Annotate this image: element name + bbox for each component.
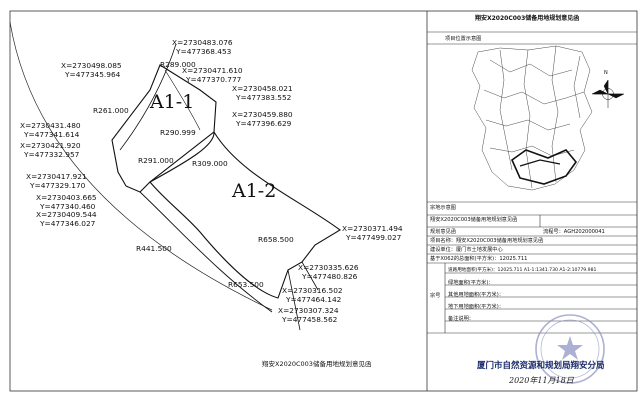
opinion-label: 规划意见函 <box>430 229 456 235</box>
parcel-label-a1-1: A1-1 <box>149 91 194 113</box>
coord-x: X=2730307.324 <box>278 306 339 315</box>
coord-y: Y=477464.142 <box>285 295 341 304</box>
site-label: 宗地示意图 <box>430 205 456 211</box>
coord-x: X=2730316.502 <box>282 286 343 295</box>
coord-y: Y=477368.453 <box>175 47 232 56</box>
location-label: 项目位置示意图 <box>445 36 482 42</box>
note-row: 备注说明： <box>448 316 474 322</box>
underground-area-row: 地下用地面积(平方米)： <box>448 304 504 310</box>
coord-x: X=2730431.480 <box>20 121 81 130</box>
radius-label: R289.000 <box>160 60 196 69</box>
side-label: 宗号 <box>430 293 441 299</box>
total-area: 基于X062的总面积(平方米)：12025.711 <box>430 256 528 262</box>
radius-label: R290.999 <box>160 128 196 137</box>
coord-y: Y=477370.777 <box>185 75 242 84</box>
info-panel: 翔安X2020C003储备用地规划意见函 项目位置示意图 宗地示意图 翔安X20… <box>427 11 637 391</box>
road-area-row: 道路用地面积(平方米)：12025.711 A1-1:1341.730 A1-2… <box>448 268 597 273</box>
coord-y: Y=477340.460 <box>39 202 96 211</box>
radius-label: R653.500 <box>228 280 264 289</box>
radius-labels: R289.000 R261.000 R290.999 R291.000 R309… <box>93 60 294 289</box>
coord-y: Y=477332.957 <box>23 150 80 159</box>
applicant: 建设单位：厦门市土地发展中心 <box>430 247 503 253</box>
coord-x: X=2730417.921 <box>26 172 87 181</box>
radius-label: R291.000 <box>138 156 174 165</box>
coord-y: Y=477383.552 <box>235 93 291 102</box>
coord-x: X=2730421.920 <box>20 141 81 150</box>
coord-y: Y=477480.826 <box>301 272 358 281</box>
coord-x: X=2730458.021 <box>232 84 293 93</box>
coord-x: X=2730335.626 <box>298 263 359 272</box>
location-map <box>471 45 593 191</box>
green-area-row: 绿地面积(平方米)： <box>448 280 494 286</box>
parcel-label-a1-2: A1-2 <box>231 180 276 202</box>
outer-frame <box>9 10 638 392</box>
drawing-title: 翔安X2020C003储备用地规划意见函 <box>262 359 371 368</box>
parcel-a1-2-outline <box>149 131 341 299</box>
right-panel-frame <box>427 31 637 334</box>
coord-x: X=2730483.076 <box>172 38 233 47</box>
official-stamp <box>535 314 605 384</box>
coord-y: Y=477458.562 <box>281 315 337 324</box>
radius-label: R261.000 <box>93 106 129 115</box>
serial-number: 流程号：AGH202000041 <box>543 229 605 235</box>
radius-label: R441.500 <box>136 244 172 253</box>
radius-label: R309.000 <box>192 159 228 168</box>
coord-y: Y=477346.027 <box>39 219 96 228</box>
project-name: 项目名称：翔安X2020C003储备用地规划意见函 <box>430 238 544 244</box>
coord-y: Y=477345.964 <box>64 70 121 79</box>
panel-header: 翔安X2020C003储备用地规划意见函 <box>475 15 580 22</box>
coordinate-labels: X=2730483.076 Y=477368.453 X=2730471.610… <box>20 38 403 324</box>
coord-x: X=2730471.610 <box>182 66 243 75</box>
coord-x: X=2730371.494 <box>342 224 403 233</box>
north-arrow-icon <box>591 79 625 108</box>
title-box: 翔安X2020C003储备用地规划意见函 <box>430 217 518 223</box>
radius-label: R658.500 <box>258 235 294 244</box>
svg-text:N: N <box>604 70 608 76</box>
coord-y: Y=477396.629 <box>235 119 292 128</box>
boundary-arc <box>9 21 273 311</box>
coord-x: X=2730403.665 <box>36 193 97 202</box>
parcel-a1-1-outline <box>111 64 217 193</box>
coord-x: X=2730498.085 <box>61 61 122 70</box>
issue-date: 2020年11月18日 <box>509 376 574 385</box>
coord-y: Y=477329.170 <box>29 181 86 190</box>
coord-y: Y=477341.614 <box>23 130 80 139</box>
agency-name: 厦门市自然资源和规划局翔安分局 <box>477 361 605 371</box>
coord-x: X=2730459.880 <box>232 110 293 119</box>
other-area-row: 其他用地面积(平方米)： <box>448 292 504 298</box>
coord-y: Y=477499.027 <box>345 233 402 242</box>
coord-x: X=2730409.544 <box>36 210 97 219</box>
